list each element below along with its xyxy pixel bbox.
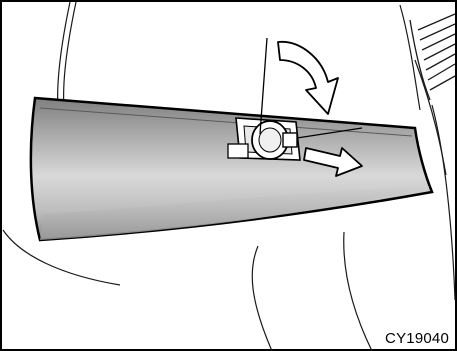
figure-code: CY19040: [385, 330, 449, 347]
